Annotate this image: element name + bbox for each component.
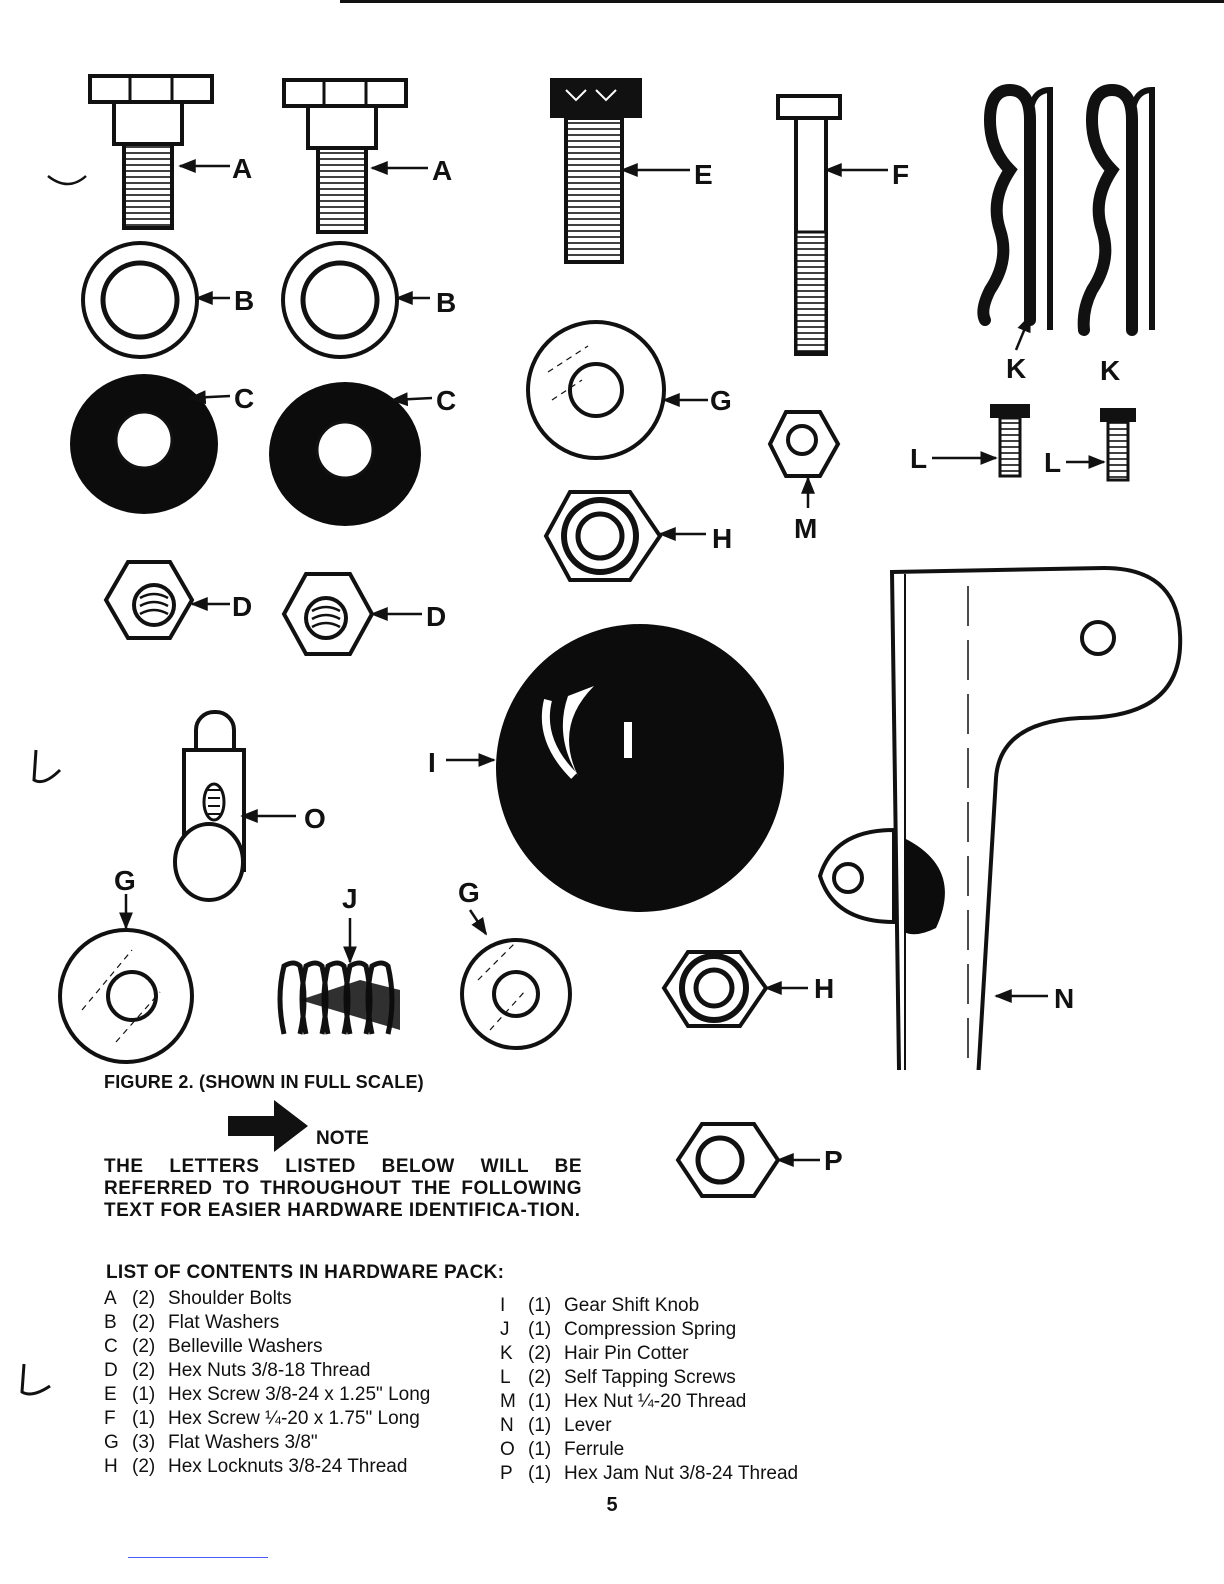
label-i: I bbox=[428, 747, 436, 778]
page-number: 5 bbox=[606, 1494, 618, 1516]
hex-locknut-h-1 bbox=[543, 490, 706, 582]
figure-caption: FIGURE 2. (SHOWN IN FULL SCALE) bbox=[104, 1072, 424, 1092]
list-item: L(2)Self Tapping Screws bbox=[500, 1367, 736, 1388]
label-a-2: A bbox=[432, 155, 452, 186]
list-item: A(2)Shoulder Bolts bbox=[104, 1288, 292, 1309]
contents-title: LIST OF CONTENTS IN HARDWARE PACK: bbox=[106, 1262, 505, 1283]
list-item: J(1)Compression Spring bbox=[500, 1319, 737, 1340]
self-tapping-screw-l-2 bbox=[1066, 408, 1136, 482]
list-item: H(2)Hex Locknuts 3/8-24 Thread bbox=[104, 1456, 408, 1477]
self-tapping-screw-l-1 bbox=[932, 404, 1030, 478]
list-item: M(1)Hex Nut ¼-20 Thread bbox=[500, 1391, 747, 1412]
contents-list-right: I(1)Gear Shift Knob J(1)Compression Spri… bbox=[500, 1294, 798, 1486]
hex-jam-nut-p: P bbox=[675, 1122, 843, 1198]
hex-nut-m bbox=[767, 410, 841, 508]
label-n: N bbox=[1054, 983, 1074, 1014]
label-k-2: K bbox=[1100, 355, 1120, 386]
flat-washer-g-1 bbox=[526, 320, 708, 460]
label-g-3: G bbox=[458, 877, 480, 908]
label-g-1: G bbox=[710, 385, 732, 416]
belleville-washer-c-1 bbox=[70, 374, 231, 514]
list-item: B(2)Flat Washers bbox=[104, 1312, 280, 1333]
hex-screw-e bbox=[550, 78, 690, 264]
list-item: I(1)Gear Shift Knob bbox=[500, 1295, 700, 1316]
scan-mark bbox=[32, 749, 62, 784]
shoulder-bolt-a-1 bbox=[88, 74, 230, 230]
flat-washer-g-3 bbox=[460, 909, 572, 1050]
list-item: D(2)Hex Nuts 3/8-18 Thread bbox=[104, 1360, 371, 1381]
hex-nut-d-2 bbox=[281, 572, 422, 656]
lever-n bbox=[817, 565, 1183, 1070]
list-item: P(1)Hex Jam Nut 3/8-24 Thread bbox=[500, 1463, 799, 1484]
figure-labels: A A B B C C D D E F G G G H H I J K K L … bbox=[114, 153, 1120, 1014]
hex-locknut-h-2 bbox=[661, 950, 808, 1028]
note-label: NOTE bbox=[316, 1128, 369, 1149]
list-item: G(3)Flat Washers 3/8" bbox=[104, 1432, 318, 1453]
label-b-1: B bbox=[234, 285, 254, 316]
note-arrow-icon bbox=[228, 1100, 308, 1152]
label-g-2: G bbox=[114, 865, 136, 896]
shoulder-bolt-a-2 bbox=[282, 78, 428, 234]
label-c-1: C bbox=[234, 383, 254, 414]
flat-washer-g-2 bbox=[58, 894, 194, 1064]
label-e: E bbox=[694, 159, 713, 190]
bottom-rule bbox=[128, 1557, 268, 1558]
hair-pin-cotter-k-1 bbox=[977, 83, 1053, 351]
scan-mark bbox=[47, 175, 87, 186]
label-j: J bbox=[342, 883, 358, 914]
flat-washer-b-1 bbox=[81, 241, 230, 359]
label-a-1: A bbox=[232, 153, 252, 184]
label-k-1: K bbox=[1006, 353, 1026, 384]
ferrule-o bbox=[173, 710, 296, 902]
gear-shift-knob-i bbox=[446, 624, 784, 912]
label-l-2: L bbox=[1044, 447, 1061, 478]
label-f: F bbox=[892, 159, 909, 190]
label-o: O bbox=[304, 803, 326, 834]
label-d-2: D bbox=[426, 601, 446, 632]
label-p: P bbox=[824, 1145, 843, 1176]
scan-mark bbox=[20, 1363, 51, 1396]
label-h-2: H bbox=[814, 973, 834, 1004]
contents-list-left: A(2)Shoulder Bolts B(2)Flat Washers C(2)… bbox=[104, 1287, 430, 1479]
list-item: C(2)Belleville Washers bbox=[104, 1336, 323, 1357]
label-m: M bbox=[794, 513, 817, 544]
list-item: O(1)Ferrule bbox=[500, 1439, 625, 1460]
compression-spring-j bbox=[277, 918, 409, 1041]
label-l-1: L bbox=[910, 443, 927, 474]
belleville-washer-c-2 bbox=[269, 382, 433, 526]
label-d-1: D bbox=[232, 591, 252, 622]
list-item: F(1)Hex Screw ¼-20 x 1.75" Long bbox=[104, 1408, 420, 1429]
top-rule bbox=[340, 0, 1224, 3]
note-block: NOTE bbox=[228, 1100, 369, 1152]
hardware-illustration: A A B B C C D D E F G G G H H I J K K L … bbox=[32, 74, 1183, 1070]
flat-washer-b-2 bbox=[281, 241, 430, 359]
hex-screw-f bbox=[776, 94, 888, 356]
list-item: N(1)Lever bbox=[500, 1415, 612, 1436]
hex-nut-d-1 bbox=[103, 560, 230, 640]
label-b-2: B bbox=[436, 287, 456, 318]
hair-pin-cotter-k-2 bbox=[1077, 83, 1155, 336]
list-item: K(2)Hair Pin Cotter bbox=[500, 1343, 689, 1364]
list-item: E(1)Hex Screw 3/8-24 x 1.25" Long bbox=[104, 1384, 431, 1405]
note-text: THE LETTERS LISTED BELOW WILL BE REFERRE… bbox=[104, 1156, 582, 1221]
label-c-2: C bbox=[436, 385, 456, 416]
label-h-1: H bbox=[712, 523, 732, 554]
